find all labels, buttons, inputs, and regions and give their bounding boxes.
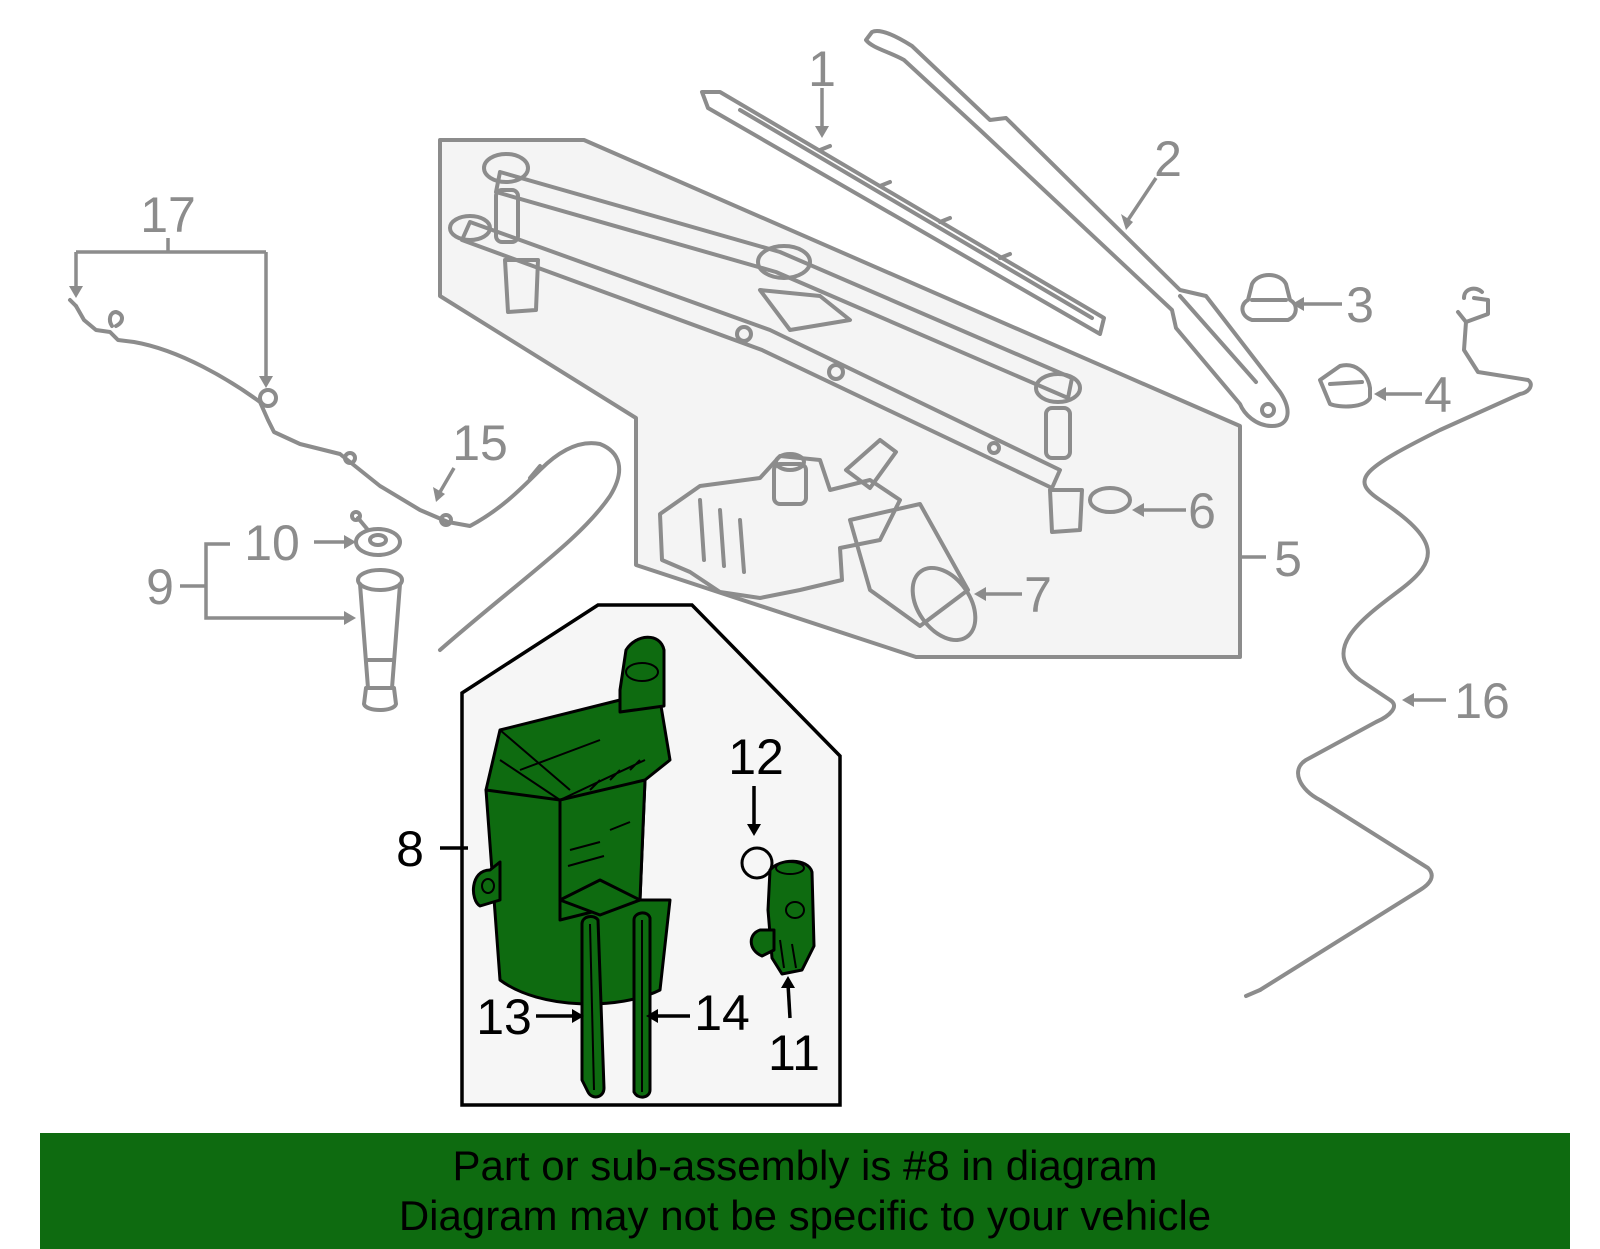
callout-13: 13 (476, 989, 532, 1045)
hose-14-part (632, 911, 652, 1099)
callout-6: 6 (1188, 483, 1216, 539)
info-banner: Part or sub-assembly is #8 in diagram Di… (40, 1133, 1570, 1249)
callout-12: 12 (728, 729, 784, 785)
callout-5: 5 (1274, 531, 1302, 587)
banner-line-2: Diagram may not be specific to your vehi… (398, 1192, 1212, 1239)
o-ring-part (740, 846, 774, 880)
wiper-blade-part (700, 90, 1106, 336)
callout-4: 4 (1424, 367, 1452, 423)
washer-hose-right-part (1244, 286, 1533, 998)
wiper-motor-part (658, 438, 978, 643)
wiper-arm-part (864, 29, 1290, 428)
pivot-cap-part (1318, 363, 1372, 409)
callout-16: 16 (1454, 673, 1510, 729)
filler-neck-part (356, 568, 404, 712)
callout-10: 10 (244, 515, 300, 571)
callout-9: 9 (146, 559, 174, 615)
washer-pump-part (749, 859, 816, 976)
wiper-linkage-part (448, 152, 1132, 534)
callout-1: 1 (808, 41, 836, 97)
filler-cap-part (350, 510, 402, 557)
leader-lines (69, 88, 1446, 1023)
washer-nozzle-hose-part (68, 298, 621, 652)
callout-15: 15 (452, 415, 508, 471)
banner-line-1: Part or sub-assembly is #8 in diagram (452, 1142, 1158, 1189)
linkage-assembly-panel (438, 138, 1242, 659)
callout-17: 17 (140, 187, 196, 243)
callout-8: 8 (396, 821, 424, 877)
hose-13-part (580, 915, 606, 1099)
callout-7: 7 (1024, 567, 1052, 623)
washer-reservoir-part (471, 635, 672, 1006)
callout-2: 2 (1154, 131, 1182, 187)
nut-part (1240, 273, 1298, 322)
callout-14: 14 (694, 985, 750, 1041)
callout-3: 3 (1346, 277, 1374, 333)
callout-11: 11 (768, 1025, 820, 1081)
